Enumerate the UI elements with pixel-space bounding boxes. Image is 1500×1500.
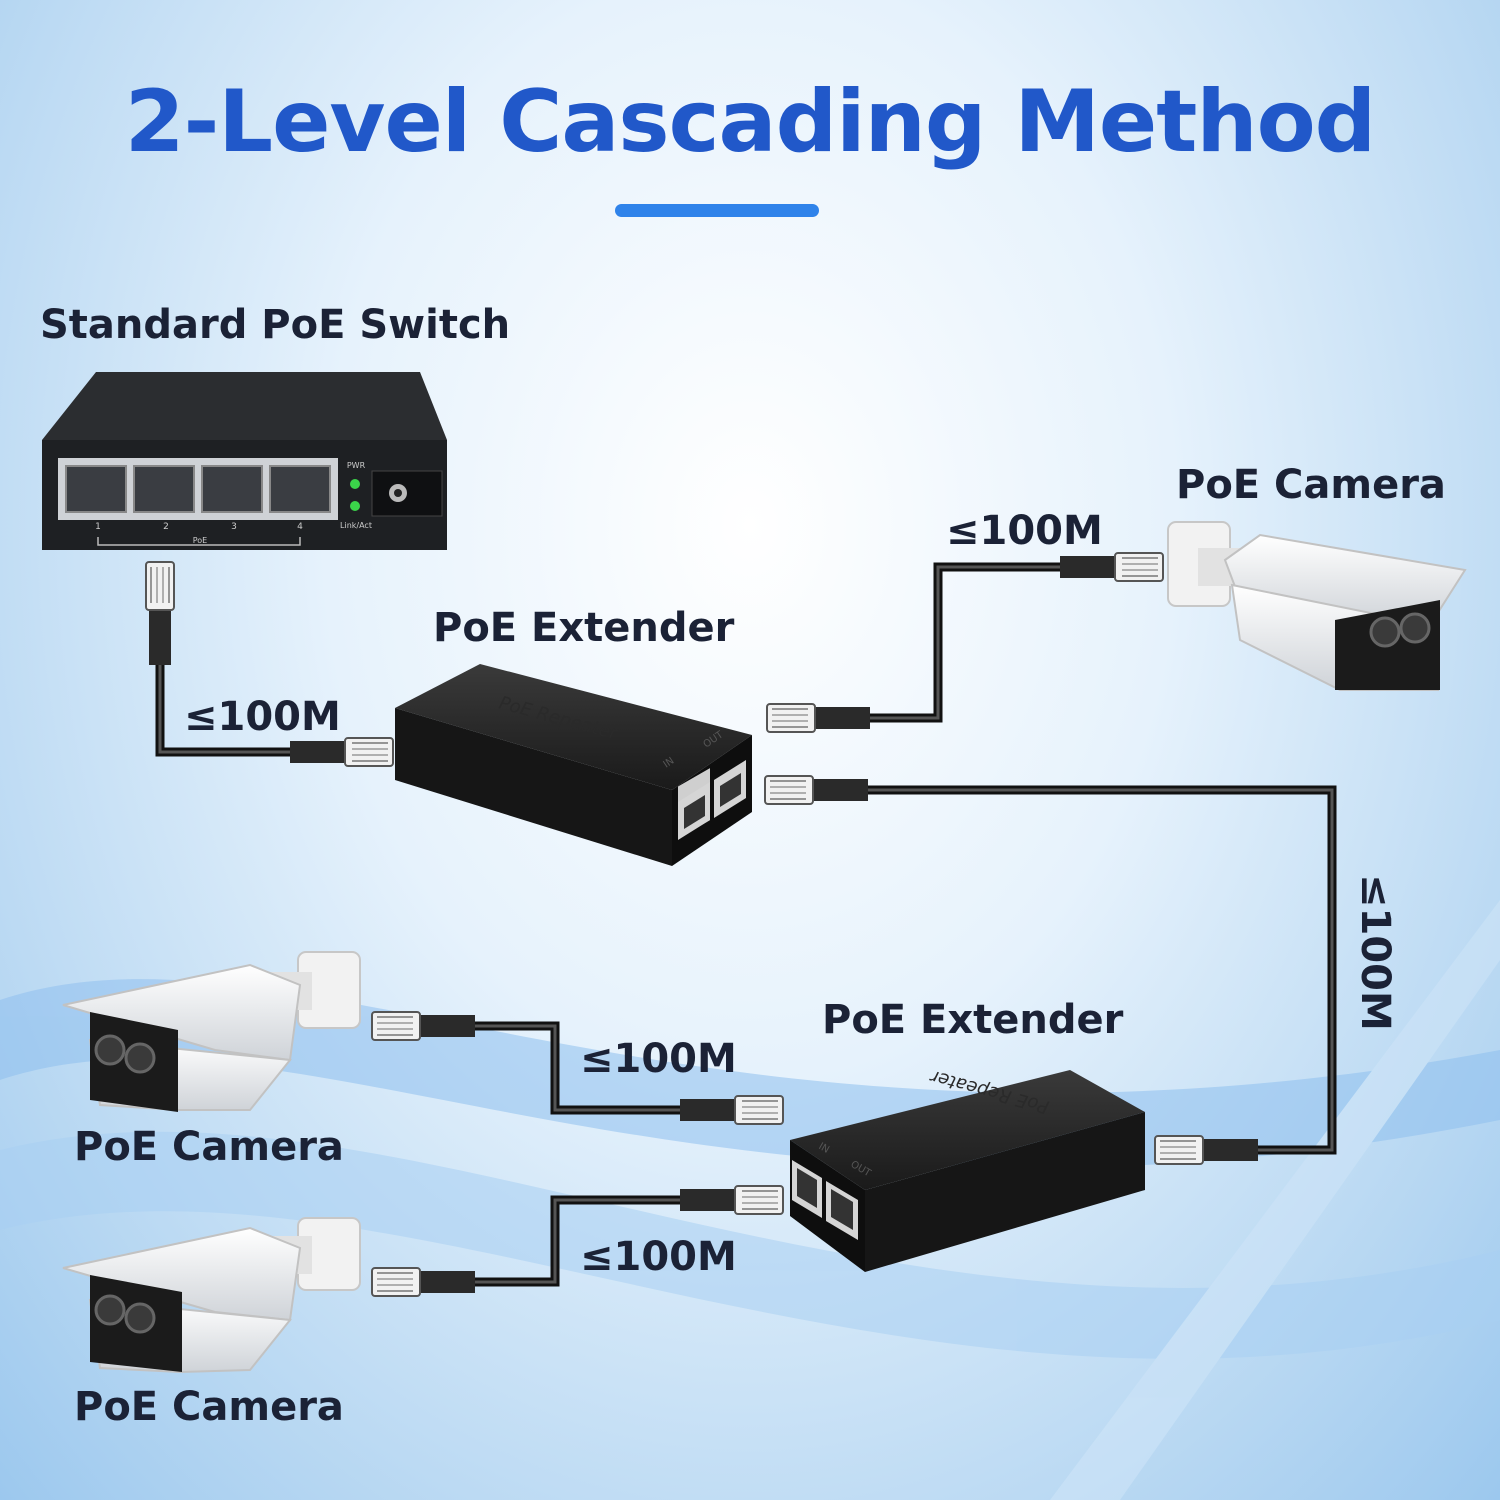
extender-ports <box>678 760 746 840</box>
title-underline <box>615 204 819 217</box>
distance-extender-to-camera-bottom: ≤100M <box>580 1234 737 1280</box>
rj45-connector <box>289 737 394 767</box>
poe-extender-top: PoE Repeater IN OUT <box>395 664 752 866</box>
label-poe-camera-mid-left: PoE Camera <box>74 1124 344 1170</box>
cable-switch-to-extender <box>155 665 290 757</box>
distance-extender-to-extender: ≤100M <box>1352 874 1398 1031</box>
rj45-connector <box>371 1267 476 1297</box>
cable-extender-to-camera-bottom <box>475 1195 680 1287</box>
extender-ports <box>792 1160 858 1240</box>
switch-link-label: Link/Act <box>340 521 372 530</box>
rj45-connector <box>1059 552 1164 582</box>
cable-extender-to-camera-right <box>870 562 1060 723</box>
switch-poe-group-label: PoE <box>193 536 208 545</box>
switch-port-number: 3 <box>231 522 237 532</box>
distance-extender-to-camera-right: ≤100M <box>946 508 1103 554</box>
rj45-connector <box>679 1185 784 1215</box>
distance-switch-to-extender: ≤100M <box>184 694 341 740</box>
switch-pwr-label: PWR <box>347 461 366 470</box>
rj45-connector <box>766 703 871 733</box>
switch-port-number: 4 <box>297 522 303 532</box>
rj45-connector <box>764 775 869 805</box>
device-port-label-in: IN <box>817 1141 832 1156</box>
rj45-connector <box>371 1011 476 1041</box>
rj45-connector <box>1154 1135 1259 1165</box>
label-standard-poe-switch: Standard PoE Switch <box>40 302 511 348</box>
switch-port-number: 2 <box>163 522 169 532</box>
label-poe-camera-bottom-left: PoE Camera <box>74 1384 344 1430</box>
label-poe-extender-bottom: PoE Extender <box>822 997 1124 1043</box>
poe-camera-mid-left <box>62 951 361 1112</box>
poe-extender-bottom: PoE Repeater IN OUT <box>790 1065 1145 1272</box>
poe-camera-top-right <box>1167 521 1467 691</box>
switch-ports <box>65 465 331 513</box>
poe-switch: 1 2 3 4 PoE PWR Link/Act <box>42 372 447 550</box>
distance-extender-to-camera-mid: ≤100M <box>580 1036 737 1082</box>
label-poe-camera-top-right: PoE Camera <box>1176 462 1446 508</box>
switch-port-number: 1 <box>95 522 101 532</box>
cable-extender-to-extender <box>868 785 1337 1155</box>
poe-camera-bottom-left <box>62 1217 361 1374</box>
rj45-connector <box>145 561 175 666</box>
label-poe-extender-top: PoE Extender <box>433 605 735 651</box>
device-port-label-in: IN <box>662 756 677 771</box>
cable-extender-to-camera-mid <box>475 1021 680 1115</box>
page-title: 2-Level Cascading Method <box>124 72 1376 172</box>
rj45-connector <box>679 1095 784 1125</box>
